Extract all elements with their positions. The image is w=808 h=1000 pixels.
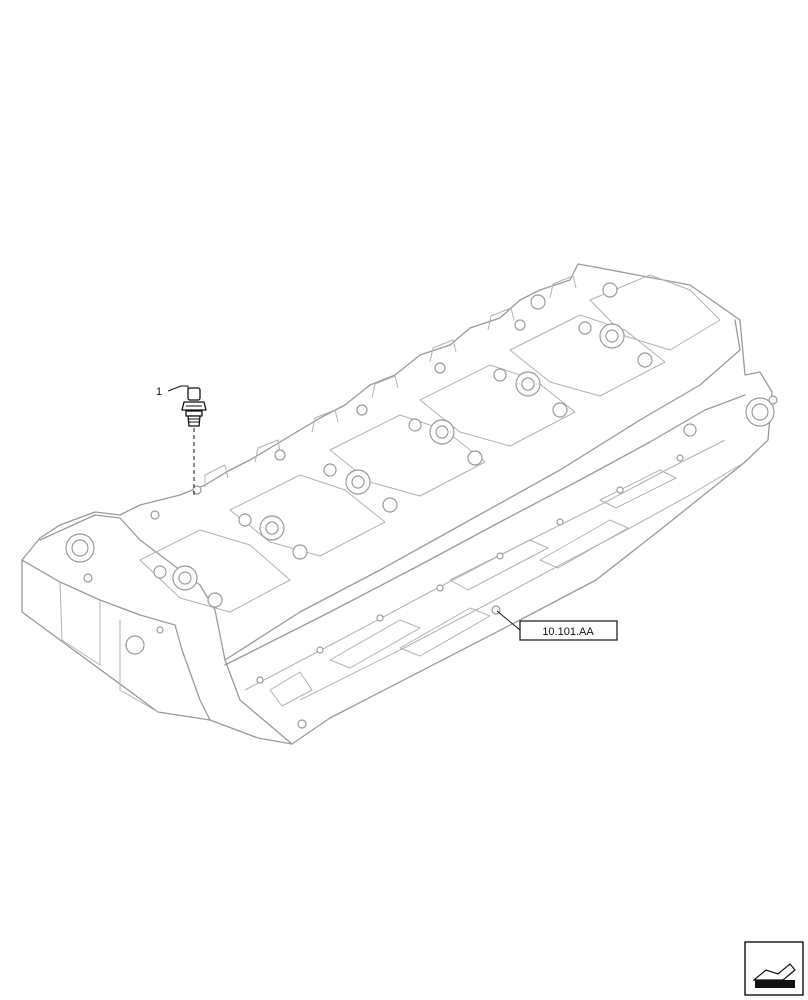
cylinder-head-drawing	[21, 263, 778, 745]
reference-label: 10.101.AA	[542, 626, 594, 638]
bolt-holes	[150, 282, 778, 608]
sensor-collar	[185, 410, 203, 417]
cylinder-pockets	[139, 274, 721, 613]
reference-callout[interactable]: 10.101.AA	[496, 610, 618, 641]
reference-box	[519, 620, 618, 641]
callout-leader-1	[181, 385, 189, 390]
next-page-arrow-icon[interactable]	[744, 941, 804, 996]
part-1-sensor	[167, 385, 207, 496]
rail-holes	[256, 454, 684, 729]
reference-leader	[496, 610, 521, 631]
sensor-thread	[187, 415, 201, 427]
callout-1-label: 1	[156, 386, 162, 398]
sensor-head	[187, 387, 201, 401]
